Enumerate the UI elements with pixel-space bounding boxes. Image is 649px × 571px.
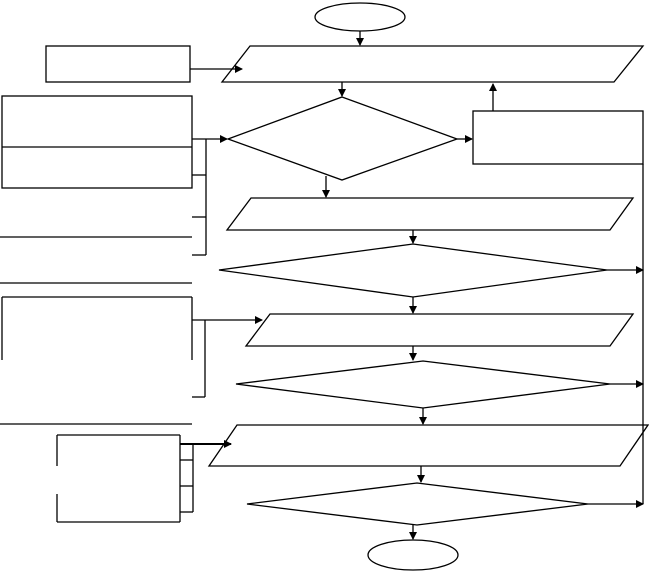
input-output-4 xyxy=(207,424,649,467)
decision-2 xyxy=(218,243,608,298)
input-output-1 xyxy=(220,45,645,83)
decision-4 xyxy=(246,482,589,526)
decision-1 xyxy=(226,96,459,181)
process-box-right xyxy=(472,110,644,165)
input-output-2 xyxy=(225,197,635,231)
end-terminator xyxy=(367,539,459,571)
decision-3 xyxy=(235,360,611,409)
start-terminator xyxy=(314,2,406,32)
input-output-3 xyxy=(244,313,635,347)
note-group-1-box xyxy=(1,95,193,189)
note-box-top xyxy=(45,45,191,83)
